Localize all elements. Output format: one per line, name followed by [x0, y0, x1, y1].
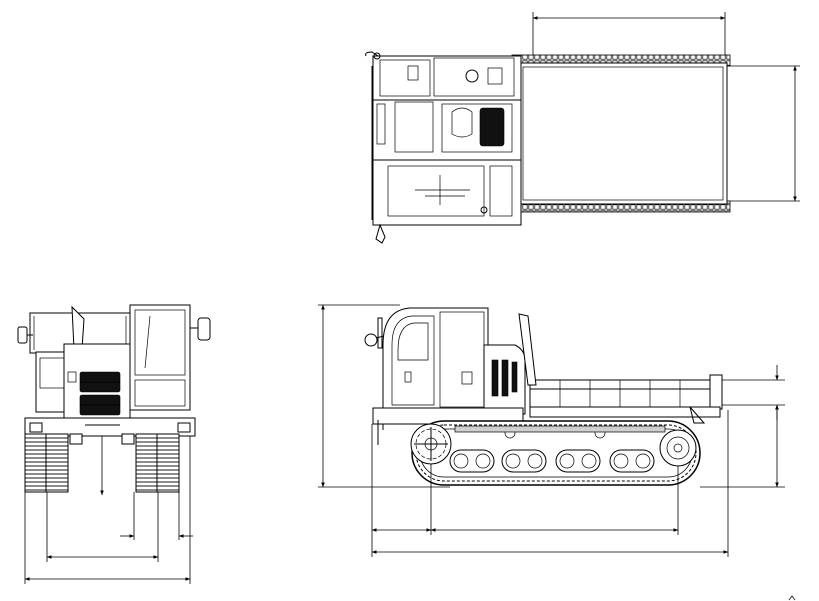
corner-mark	[788, 595, 796, 601]
idler-wheel	[659, 429, 697, 467]
side-dump-bed	[518, 313, 723, 424]
front-dimensions	[24, 436, 193, 584]
dimension-overall-height	[318, 304, 450, 488]
front-view	[17, 304, 211, 584]
front-bumper	[24, 417, 196, 437]
top-view	[365, 12, 800, 244]
top-dump-bed	[518, 62, 728, 205]
side-view	[318, 304, 785, 557]
left-mirror	[17, 326, 28, 344]
side-bottom-dimensions	[371, 410, 729, 557]
dimension-bed-width	[728, 65, 800, 202]
side-mirror	[364, 333, 378, 347]
dimension-bed-length	[532, 12, 726, 60]
road-wheels	[449, 449, 655, 473]
side-track	[410, 420, 701, 486]
front-cab	[129, 304, 191, 411]
step-icon	[375, 223, 386, 244]
side-right-dimensions	[700, 365, 785, 488]
right-mirror	[197, 317, 211, 341]
